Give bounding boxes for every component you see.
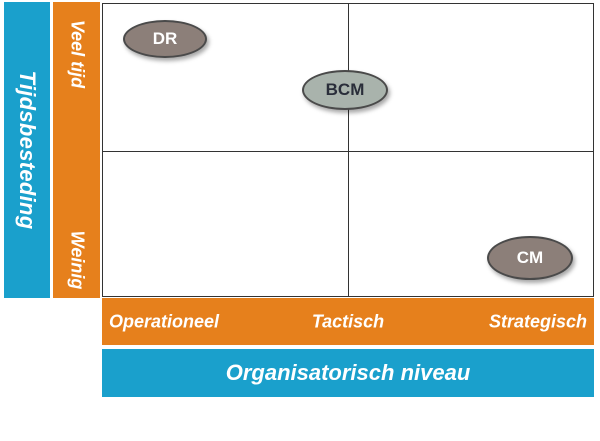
- grid-divider-horizontal: [103, 151, 593, 152]
- x-axis-title: Organisatorisch niveau: [225, 360, 471, 385]
- node-dr-label: DR: [152, 29, 178, 48]
- x-label-strategisch: Strategisch: [488, 311, 587, 331]
- node-bcm-label: BCM: [325, 80, 365, 99]
- y-label-high: Veel tijd: [67, 19, 87, 89]
- node-bcm: BCM: [302, 70, 388, 110]
- y-label-low: Weinig: [67, 230, 87, 290]
- y-axis-labels-bar: Veel tijd Weinig: [53, 2, 100, 298]
- grid-divider-vertical: [348, 4, 349, 296]
- node-dr: DR: [123, 20, 207, 58]
- y-axis-title: Tijdsbesteding: [15, 70, 40, 230]
- quadrant-grid: DR BCM CM: [102, 3, 594, 297]
- x-label-tactisch: Tactisch: [311, 311, 385, 331]
- x-axis-labels-bar: Operationeel Tactisch Strategisch: [102, 298, 594, 345]
- node-cm-label: CM: [516, 248, 544, 267]
- y-axis-title-bar: Tijdsbesteding: [4, 2, 50, 298]
- x-axis-title-bar: Organisatorisch niveau: [102, 349, 594, 397]
- x-label-operationeel: Operationeel: [109, 311, 220, 331]
- node-cm: CM: [487, 236, 573, 280]
